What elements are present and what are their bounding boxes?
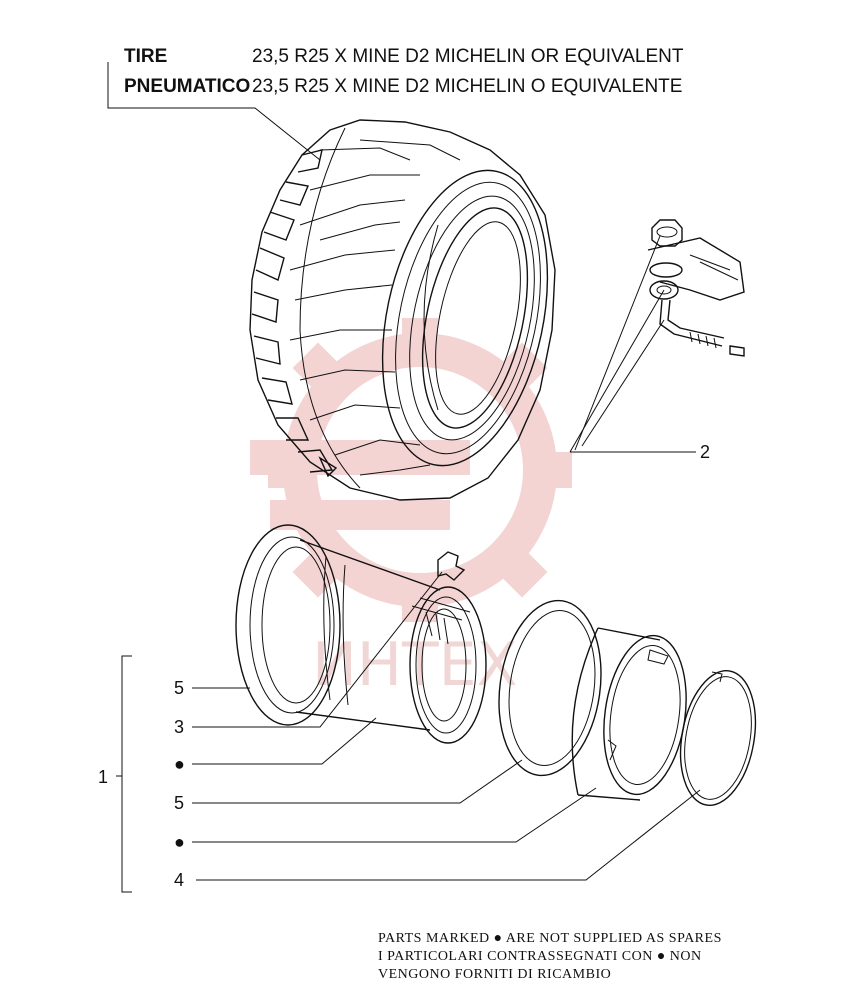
watermark-text: ИНТЕХ: [312, 630, 518, 700]
callout-leaders: [192, 571, 701, 881]
callout-lock-ring-4: 4: [174, 870, 184, 890]
item-1-bracket: [116, 655, 132, 893]
tire-drawing: [249, 119, 556, 501]
header-label-pneumatico: PNEUMATICO: [124, 76, 250, 97]
callout-item-1: 1: [98, 767, 108, 787]
valve-assembly-drawing: [569, 219, 745, 453]
rim-drawing: [235, 524, 487, 744]
watermark-logo: [250, 318, 572, 622]
header-value-tire: 23,5 R25 X MINE D2 MICHELIN OR EQUIVALEN…: [252, 46, 684, 67]
footnote-block: PARTS MARKED ● ARE NOT SUPPLIED AS SPARE…: [378, 931, 722, 982]
footnote-line-2: I PARTICOLARI CONTRASSEGNATI CON ● NON: [378, 949, 702, 964]
callout-valve-3: 3: [174, 717, 184, 737]
header-block: TIRE 23,5 R25 X MINE D2 MICHELIN OR EQUI…: [124, 46, 684, 97]
header-label-tire: TIRE: [124, 46, 167, 67]
rim-base-drawing: [571, 627, 687, 801]
header-leader: [107, 62, 321, 161]
lock-ring-drawing: [679, 670, 757, 806]
callout-base-marker: ●: [174, 832, 185, 852]
callout-rim-flange-5: 5: [174, 678, 184, 698]
callout-rim-marker: ●: [174, 754, 185, 774]
seat-ring-drawing: [498, 599, 602, 777]
callout-item-2: 2: [700, 442, 710, 462]
footnote-line-1: PARTS MARKED ● ARE NOT SUPPLIED AS SPARE…: [378, 931, 722, 946]
callout-ring-5: 5: [174, 793, 184, 813]
footnote-line-3: VENGONO FORNITI DI RICAMBIO: [378, 967, 611, 982]
header-value-pneumatico: 23,5 R25 X MINE D2 MICHELIN O EQUIVALENT…: [252, 76, 682, 97]
